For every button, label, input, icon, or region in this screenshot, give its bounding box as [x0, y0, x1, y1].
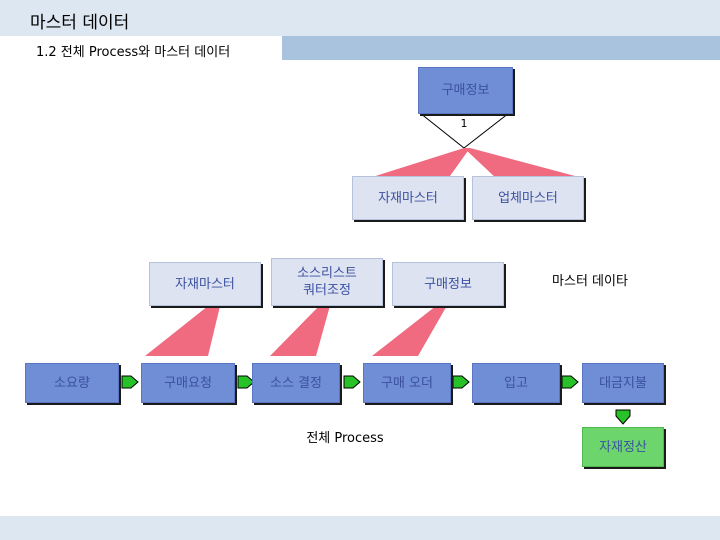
arrow-2 [237, 375, 255, 389]
process-caption: 전체 Process [306, 431, 384, 446]
page-title: 마스터 데이터 [30, 13, 130, 33]
wedge-sourcelist-to-decision [270, 302, 331, 356]
arrow-4 [452, 375, 470, 389]
box-purchase-info-mid: 구매정보 [392, 262, 504, 306]
arrow-down [615, 409, 631, 425]
page-subtitle: 1.2 전체 Process와 마스터 데이터 [36, 45, 231, 60]
process-final-step: 자재정산 [582, 427, 664, 467]
wedge-material-to-request [145, 302, 221, 356]
title-bar [0, 0, 720, 36]
source-list-line1: 소스리스트 [297, 266, 357, 281]
process-step-6: 대금지불 [582, 363, 664, 403]
source-list-line2: 쿼터조정 [303, 283, 351, 298]
arrow-3 [343, 375, 361, 389]
material-master-mid-label: 자재마스터 [175, 276, 235, 292]
box-material-master-mid: 자재마스터 [149, 262, 261, 306]
process-step-1: 소요량 [25, 363, 119, 403]
wedge-purchaseinfo-to-order [372, 302, 449, 356]
wedge-purchase-to-material [363, 148, 470, 180]
process-step-2: 구매요청 [141, 363, 235, 403]
footer-bar [0, 516, 720, 540]
master-data-label: 마스터 데이타 [552, 274, 628, 289]
box-purchase-info-top: 구매정보 [418, 67, 513, 114]
box-material-master-top: 자재마스터 [352, 176, 464, 220]
process-step-4: 구매 오더 [363, 363, 451, 403]
process-step-3: 소스 결정 [252, 363, 340, 403]
box-source-list: 소스리스트 쿼터조정 [271, 258, 383, 306]
wedge-purchase-to-vendor [464, 148, 575, 180]
arrow-1 [121, 375, 139, 389]
link-label: 1 [460, 117, 468, 130]
arrow-5 [561, 375, 579, 389]
process-step-5: 입고 [472, 363, 560, 403]
subtitle-bar-white [0, 36, 282, 60]
box-vendor-master-top: 업체마스터 [472, 176, 584, 220]
